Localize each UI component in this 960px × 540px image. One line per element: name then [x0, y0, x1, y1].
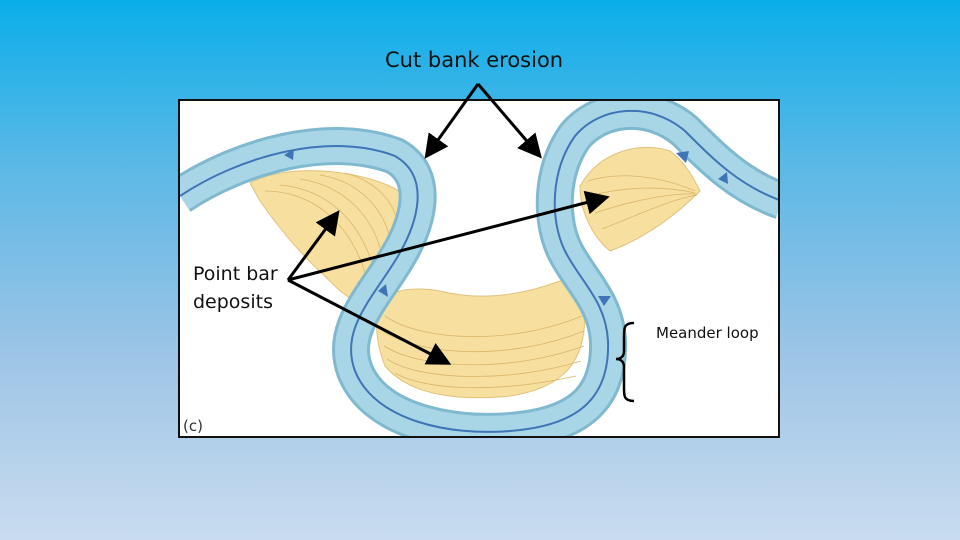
meander-figure-panel: (c) [178, 99, 780, 438]
curly-brace-icon [615, 321, 635, 403]
flow-arrow-icon [284, 149, 294, 160]
flow-arrow-icon [598, 296, 611, 306]
point-bar-deposit-right [579, 146, 701, 252]
panel-letter: (c) [183, 417, 203, 435]
point-bar-label-line2: deposits [193, 291, 273, 313]
point-bar-arrow-right [287, 190, 610, 282]
point-bar-deposits-label: Point bar deposits [193, 260, 278, 316]
flow-arrow-icon [378, 284, 388, 297]
flow-arrow-icon [676, 151, 689, 163]
cut-bank-arrow-left [424, 83, 480, 159]
cut-bank-arrow-right [476, 83, 542, 159]
meander-diagram [180, 101, 778, 436]
flow-arrow-icon [718, 172, 728, 184]
cut-bank-erosion-label: Cut bank erosion [385, 48, 564, 72]
point-bar-arrow-down [287, 278, 452, 365]
point-bar-label-line1: Point bar [193, 263, 278, 285]
meander-loop-label: Meander loop [656, 324, 759, 342]
point-bar-arrow-up [286, 210, 340, 281]
point-bar-bottom-lines [382, 315, 585, 389]
flow-line [180, 110, 778, 433]
